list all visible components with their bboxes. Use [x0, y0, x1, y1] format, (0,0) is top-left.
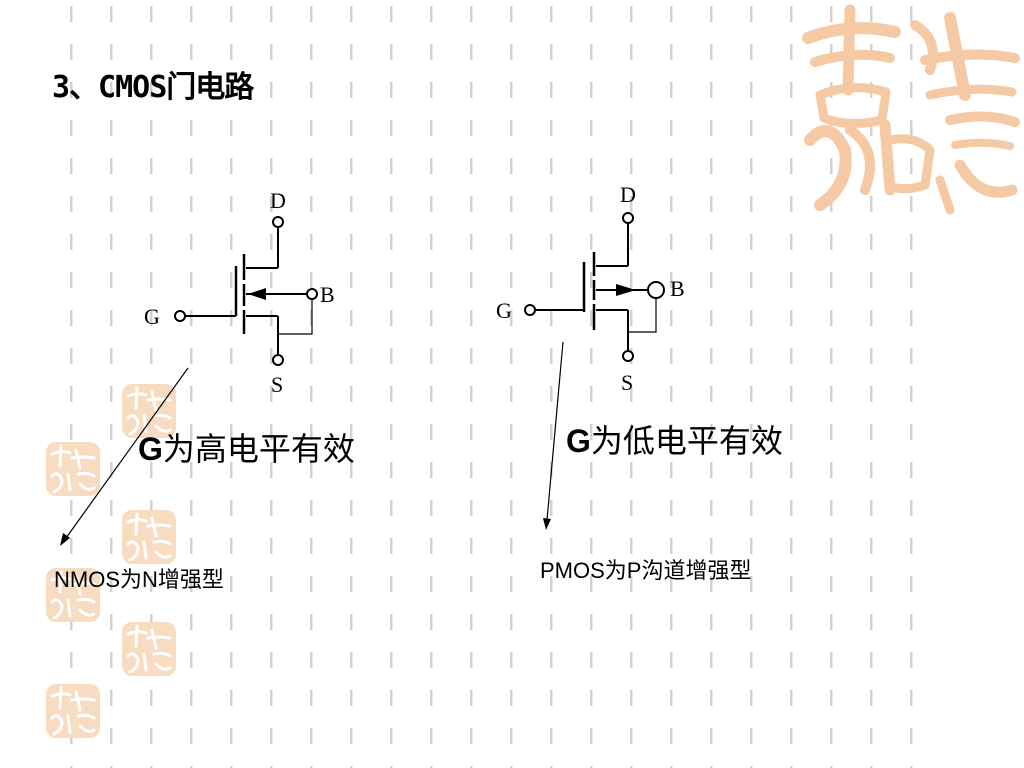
- nmos-annotation-arrow: [65, 367, 189, 539]
- nmos-type-caption: NMOS为N增强型: [54, 567, 224, 592]
- pmos-pin-b: B: [670, 276, 685, 301]
- pmos-pin-g: G: [496, 298, 512, 323]
- slide-title: 3、CMOS门电路: [52, 70, 254, 105]
- pmos-pin-s: S: [621, 370, 633, 395]
- small-seal-icon: [46, 568, 100, 622]
- nmos-arrow-icon: [248, 288, 266, 300]
- nmos-gate-terminal: [174, 310, 186, 322]
- pmos-gate-caption: G为低电平有效: [566, 416, 783, 462]
- pmos-arrowhead-icon: [543, 518, 551, 530]
- pmos-source-terminal: [622, 350, 634, 362]
- nmos-pin-d: D: [270, 188, 286, 213]
- pmos-type-caption: PMOS为P沟道增强型: [540, 558, 752, 583]
- large-seal-icon: [802, 4, 1020, 215]
- pmos-pin-d: D: [620, 182, 636, 207]
- nmos-gate-caption: G为高电平有效: [138, 424, 355, 470]
- nmos-source-terminal: [272, 354, 284, 366]
- small-seal-icon: [46, 442, 100, 496]
- small-seal-icon: [122, 384, 176, 438]
- small-seal-icon: [46, 684, 100, 738]
- nmos-pin-g: G: [144, 304, 160, 329]
- pmos-annotation-arrow: [546, 341, 564, 521]
- small-seal-icon: [122, 622, 176, 676]
- pmos-gate-caption-rest: 为低电平有效: [590, 423, 783, 459]
- small-seal-icon: [122, 510, 176, 564]
- pmos-gate-caption-bold: G: [566, 423, 591, 459]
- nmos-pin-b: B: [320, 282, 335, 307]
- nmos-gate-caption-bold: G: [138, 431, 163, 467]
- nmos-gate-caption-rest: 为高电平有效: [162, 431, 355, 467]
- nmos-pin-s: S: [271, 372, 283, 397]
- nmos-arrowhead-icon: [60, 533, 70, 546]
- pmos-gate-terminal: [524, 304, 536, 316]
- pmos-arrow-icon: [616, 284, 636, 296]
